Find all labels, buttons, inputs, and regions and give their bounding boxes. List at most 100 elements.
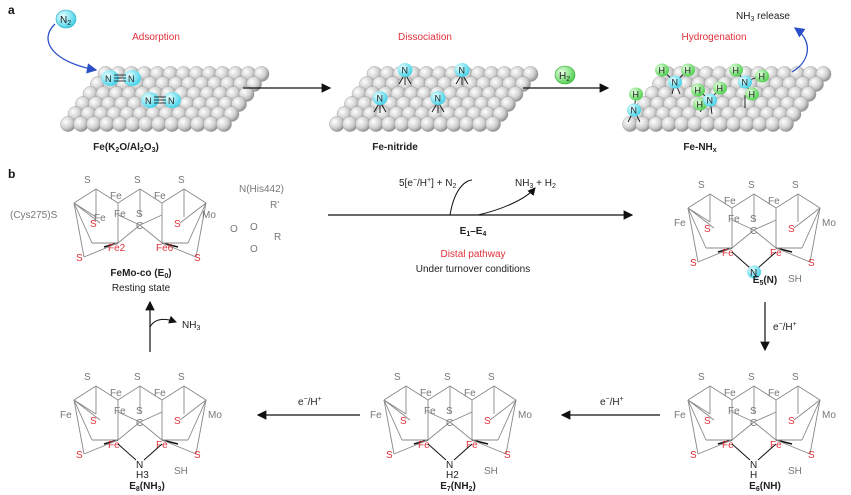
svg-text:N: N [136,460,143,471]
svg-text:Fe: Fe [724,388,736,399]
svg-text:N2: N2 [60,15,71,27]
svg-text:Fe: Fe [466,440,478,451]
svg-text:S: S [174,219,181,230]
svg-text:S: S [136,406,143,417]
svg-text:S: S [90,219,97,230]
svg-text:Fe: Fe [770,440,782,451]
svg-text:O: O [230,224,238,235]
n-atom-label: N [631,106,638,116]
nitride-atom: N [397,63,413,85]
svg-text:S: S [748,372,755,383]
svg-text:Fe: Fe [728,406,740,417]
svg-text:N: N [750,268,757,279]
svg-text:O: O [250,244,258,255]
svg-text:SH: SH [174,466,188,477]
svg-text:Fe: Fe [114,406,126,417]
svg-text:Mo: Mo [208,410,222,421]
svg-text:S: S [90,416,97,427]
step-e6-e7-label: e−/H+ [600,396,624,408]
svg-text:C: C [750,418,757,429]
nitride-atom: N [372,91,388,113]
svg-text:Fe: Fe [156,440,168,451]
svg-text:N: N [750,460,757,471]
svg-text:N: N [145,96,152,106]
h2-molecule: H2 [554,65,576,85]
h-atom-label: H [633,90,640,100]
svg-text:SH: SH [788,466,802,477]
svg-text:S: S [84,175,91,186]
svg-text:S: S [792,180,799,191]
svg-text:Fe: Fe [722,440,734,451]
svg-text:S: S [178,372,185,383]
svg-text:Fe: Fe [768,196,780,207]
svg-text:N: N [446,460,453,471]
products-label: NH3 + H2 [515,178,556,190]
panel-b-label: b [8,167,15,181]
svg-text:S: S [808,450,815,461]
reactant-curve [449,179,473,216]
n-atom-label: N [707,96,714,106]
steps-label: E1–E4 [460,226,487,238]
svg-text:H: H [750,470,757,481]
svg-text:Fe: Fe [420,388,432,399]
release-curve-arrow [791,27,808,73]
svg-text:S: S [808,258,815,269]
svg-text:S: S [788,224,795,235]
svg-text:S: S [748,180,755,191]
h-atom-label: H [733,66,740,76]
svg-text:S: S [690,450,697,461]
svg-text:SH: SH [788,274,802,285]
svg-text:S: S [194,253,201,264]
svg-text:Fe: Fe [418,440,430,451]
nh3-out-curve [149,315,177,328]
svg-text:S: S [750,214,757,225]
catalyst-surface-1 [60,66,270,132]
svg-text:N: N [105,74,112,84]
svg-text:R': R' [270,200,279,211]
svg-text:N: N [128,74,135,84]
pathway-label: Distal pathway [440,249,505,260]
nh3-released-label: NH3 [182,320,200,332]
svg-text:Fe: Fe [768,388,780,399]
svg-text:S: S [178,175,185,186]
stage-hydrogenation-title: Hydrogenation [681,32,746,43]
svg-text:Fe: Fe [674,218,686,229]
h-atom-label: H [685,66,692,76]
svg-text:Fe2: Fe2 [108,243,126,254]
n2-gas-molecule: N2 [55,9,77,29]
svg-text:S: S [444,372,451,383]
svg-text:Fe: Fe [464,388,476,399]
svg-text:N(His442): N(His442) [239,184,284,195]
product-curve [477,187,536,216]
svg-text:(Cys275)S: (Cys275)S [10,210,58,221]
svg-text:S: S [488,372,495,383]
svg-text:N: N [377,94,384,104]
n-atom-label: N [742,78,749,88]
svg-text:Fe: Fe [722,248,734,259]
svg-text:Fe: Fe [94,213,106,224]
svg-text:S: S [134,372,141,383]
svg-text:S: S [698,372,705,383]
h-atom-label: H [759,72,766,82]
svg-text:Fe: Fe [60,410,72,421]
svg-text:H2: H2 [559,71,570,83]
femo-co-name: FeMo-co (E0) [110,268,171,280]
h-atom-label: H [695,86,702,96]
adsorption-curve-arrow [47,23,98,74]
svg-text:Fe: Fe [110,191,122,202]
svg-text:Fe: Fe [108,440,120,451]
state-e5-label: E5(N) [753,275,777,287]
svg-text:Fe: Fe [110,388,122,399]
svg-text:Fe: Fe [724,196,736,207]
h-atom-label: H [659,66,666,76]
svg-text:S: S [698,180,705,191]
svg-text:H3: H3 [136,470,149,481]
svg-text:S: S [194,450,201,461]
svg-text:Fe: Fe [770,248,782,259]
